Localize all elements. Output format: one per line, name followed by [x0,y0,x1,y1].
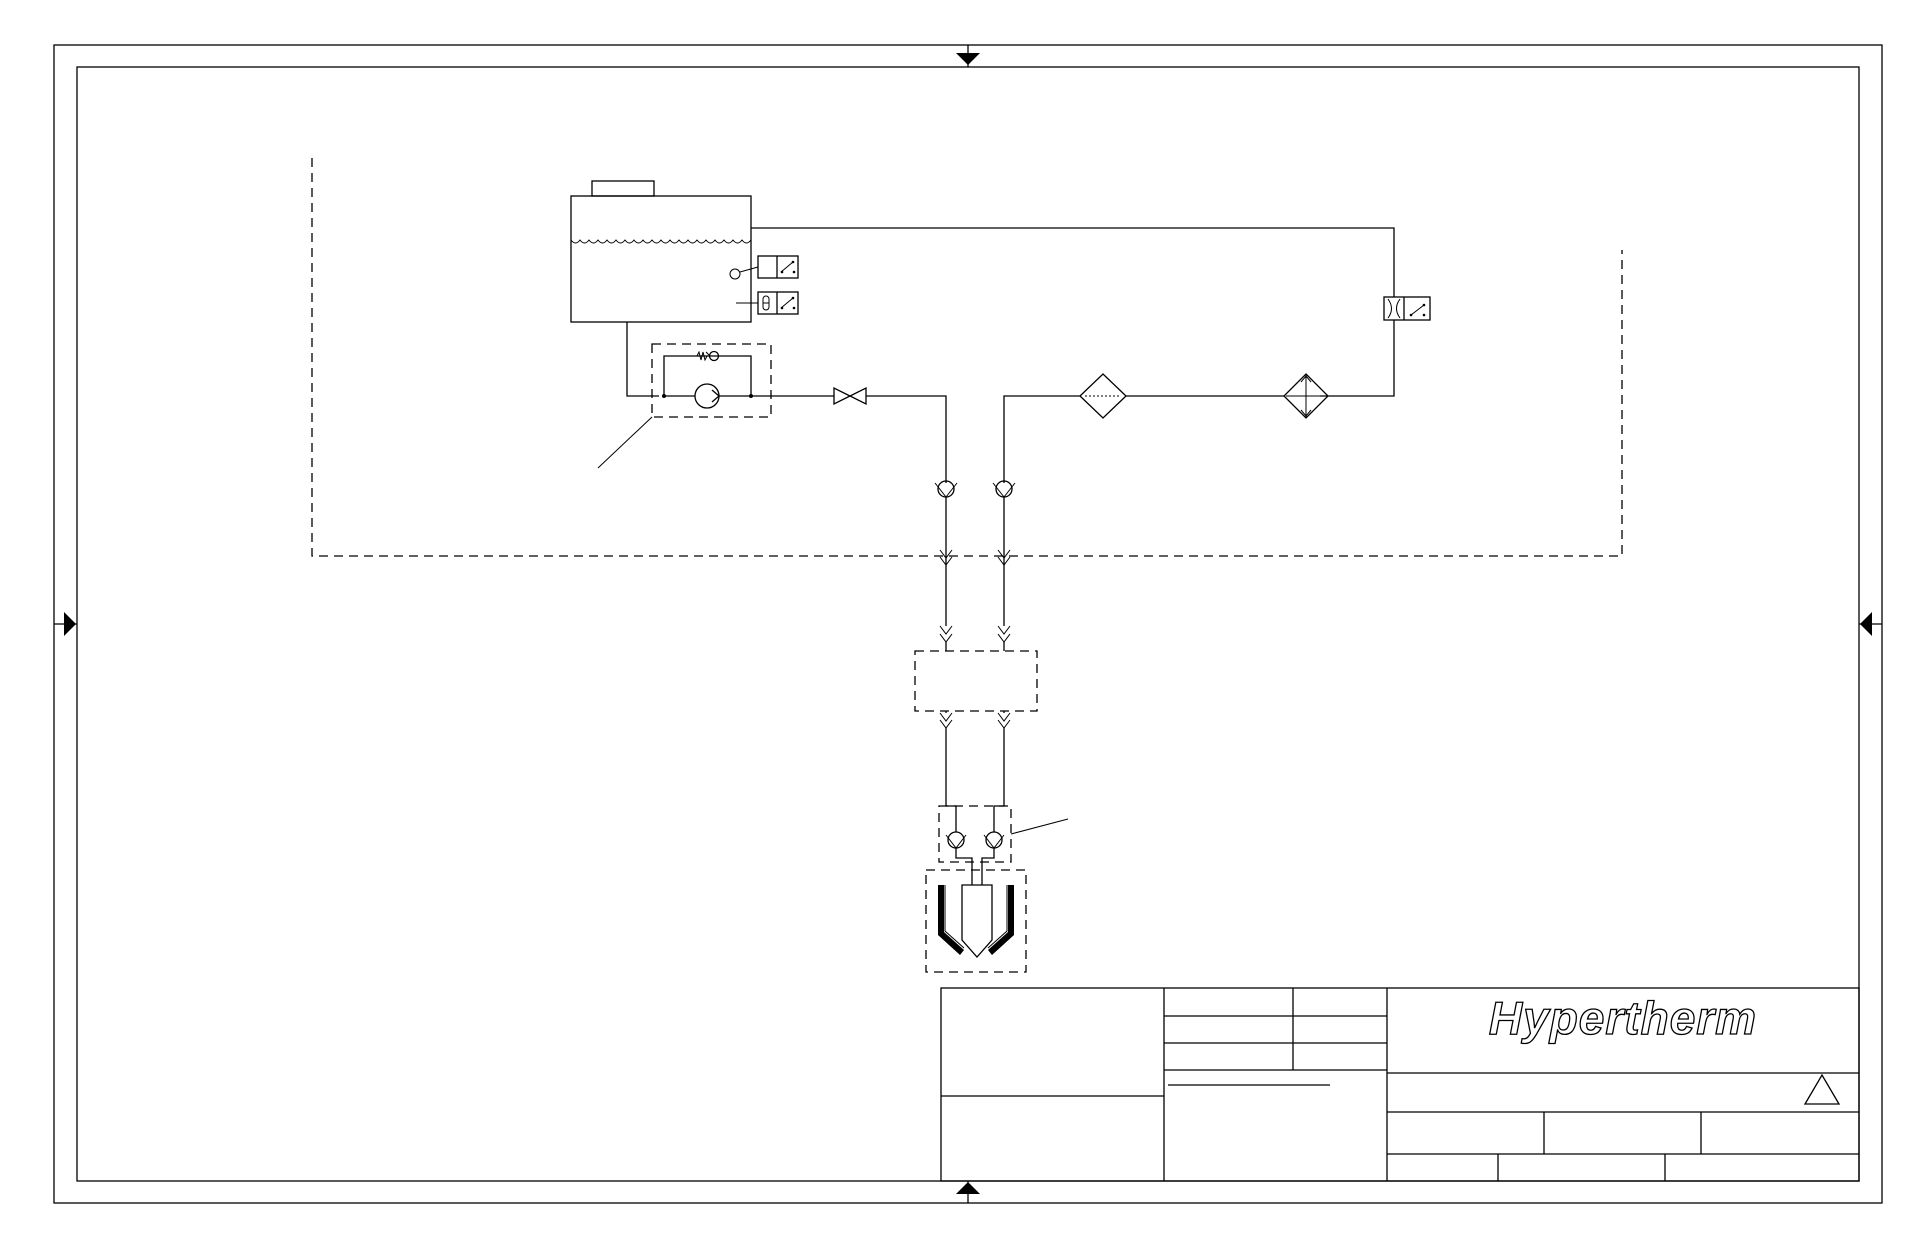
return-line [751,227,1395,397]
torch-icon [925,869,1027,973]
torch-check-valve-module [938,793,1069,885]
company-logo: Hypertherm [1489,992,1757,1044]
centering-marks [54,45,1882,1203]
level-switch-icon [729,255,799,280]
couplings [939,549,1011,729]
temperature-switch-icon [736,291,799,315]
pump-assembly [597,322,834,469]
supply-check-valve-icon [937,480,955,498]
flow-switch-icon [1383,296,1431,321]
cooler-enclosure [311,158,1623,557]
check-valves [934,480,1016,626]
intermediate-module [914,650,1038,793]
filter-icon [1003,373,1127,483]
revision-triangle-icon [1803,1073,1841,1105]
coolant-reservoir [570,180,752,323]
coolant-level-wave [570,239,752,244]
return-check-valve-icon [995,480,1013,498]
title-block: Hypertherm [940,987,1860,1182]
pump-icon [694,383,720,409]
manual-valve-icon [833,386,947,483]
heat-exchanger-icon [1126,373,1329,419]
